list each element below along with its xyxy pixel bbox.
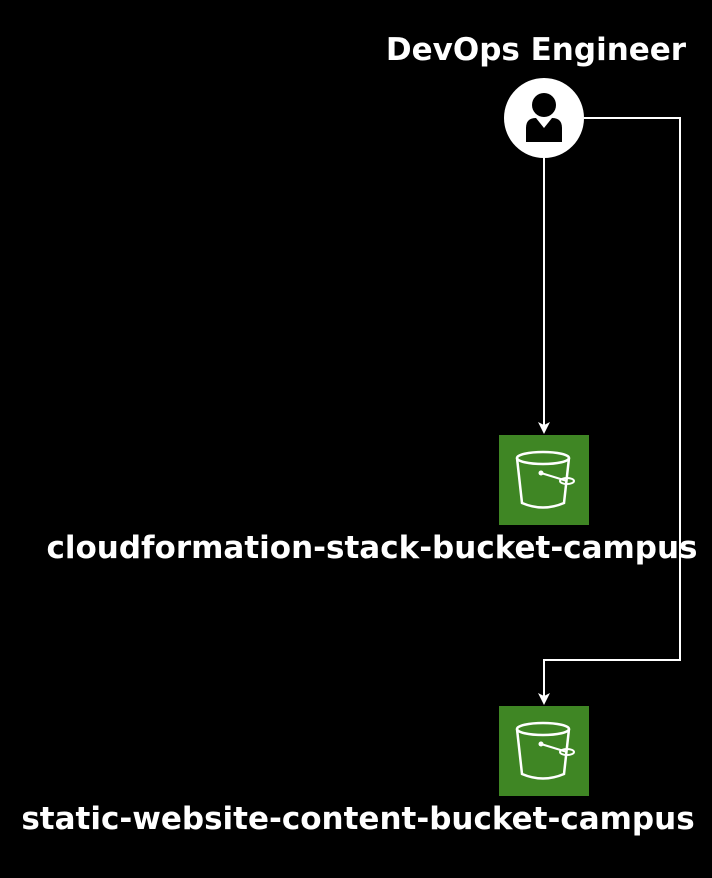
bucket2-label: static-website-content-bucket-campus [21, 801, 695, 837]
actor-label: DevOps Engineer [385, 32, 687, 68]
connector-actor-to-bucket2 [538, 117, 681, 705]
bucket1-label: cloudformation-stack-bucket-campus [46, 530, 698, 566]
s3-bucket-icon [499, 435, 589, 525]
user-icon [504, 78, 584, 158]
s3-bucket-icon [499, 706, 589, 796]
